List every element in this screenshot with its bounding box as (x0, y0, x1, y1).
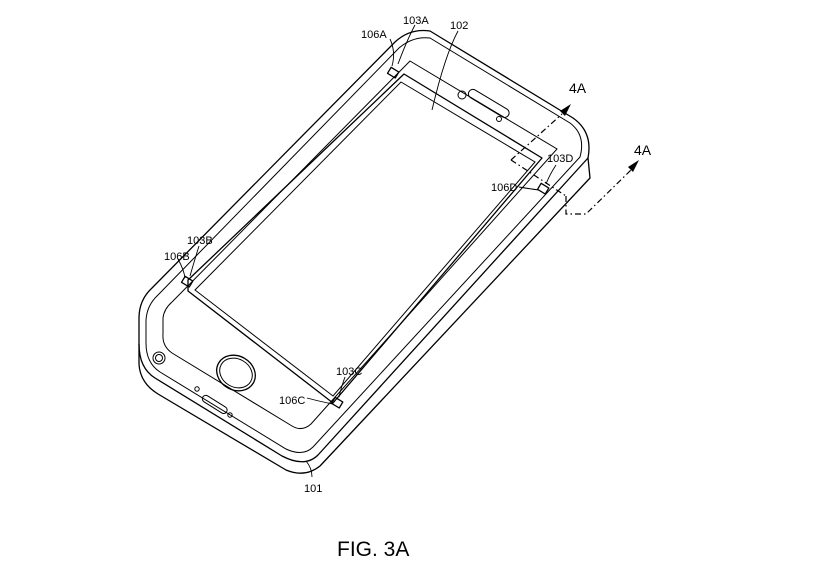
leader-103b (189, 245, 200, 277)
leader-103c (338, 376, 346, 398)
home-button-ring-icon (219, 357, 253, 389)
mounting-clips (180, 66, 550, 409)
front-sensors (457, 88, 510, 122)
clip-103a (386, 66, 400, 79)
home-button-icon (216, 354, 256, 392)
section-arrow-lower-icon (628, 160, 639, 172)
label-106d: 106D (491, 182, 517, 194)
housing-bezel (162, 60, 558, 430)
front-camera-icon (457, 90, 467, 100)
leader-106a (389, 38, 395, 67)
device-housing (138, 29, 591, 474)
section-line-upper (510, 113, 563, 161)
display-panel-inner (194, 81, 536, 397)
leader-101 (305, 460, 313, 478)
label-4a-lower: 4A (634, 142, 652, 158)
bottom-ports (152, 351, 233, 418)
section-line-middle (510, 159, 567, 197)
headphone-jack-icon (152, 351, 166, 365)
label-102: 102 (450, 20, 468, 32)
reference-labels: 106A 103A 102 4A 4A 103D 106D 103B 106B … (164, 15, 652, 495)
label-103b: 103B (187, 235, 213, 247)
home-button-assembly (216, 354, 256, 392)
proximity-sensor-icon (496, 116, 502, 122)
housing-outer-edge (138, 29, 590, 463)
display-assembly (187, 73, 543, 404)
label-103c: 103C (336, 366, 362, 378)
microphone-hole-icon (194, 386, 200, 392)
label-103d: 103D (547, 153, 573, 165)
speaker-hole-icon (227, 412, 233, 418)
label-4a-upper: 4A (569, 80, 587, 96)
leader-106b (177, 258, 186, 279)
section-line-lower (565, 169, 632, 215)
label-106c: 106C (279, 395, 305, 407)
clip-103b (180, 275, 194, 288)
section-arrow-upper-icon (560, 104, 571, 116)
lightning-port-icon (201, 394, 228, 414)
housing-side-bottom (138, 157, 591, 474)
section-line-4a (510, 104, 639, 215)
leader-103a (397, 24, 416, 65)
display-panel (187, 73, 543, 404)
clip-103c (330, 396, 344, 409)
figure-caption: FIG. 3A (337, 538, 409, 561)
label-106b: 106B (164, 251, 190, 263)
leader-106d (518, 186, 540, 191)
housing-bevel-inner (145, 37, 583, 453)
label-106a: 106A (361, 29, 387, 41)
leader-lines (177, 24, 557, 478)
leader-103d (545, 164, 557, 185)
label-101: 101 (304, 483, 322, 495)
label-103a: 103A (403, 15, 429, 27)
clip-103d (536, 182, 550, 195)
leader-102 (431, 30, 459, 111)
leader-106c (306, 397, 334, 405)
earpiece-speaker-icon (467, 88, 510, 118)
headphone-jack-inner-icon (155, 354, 163, 362)
